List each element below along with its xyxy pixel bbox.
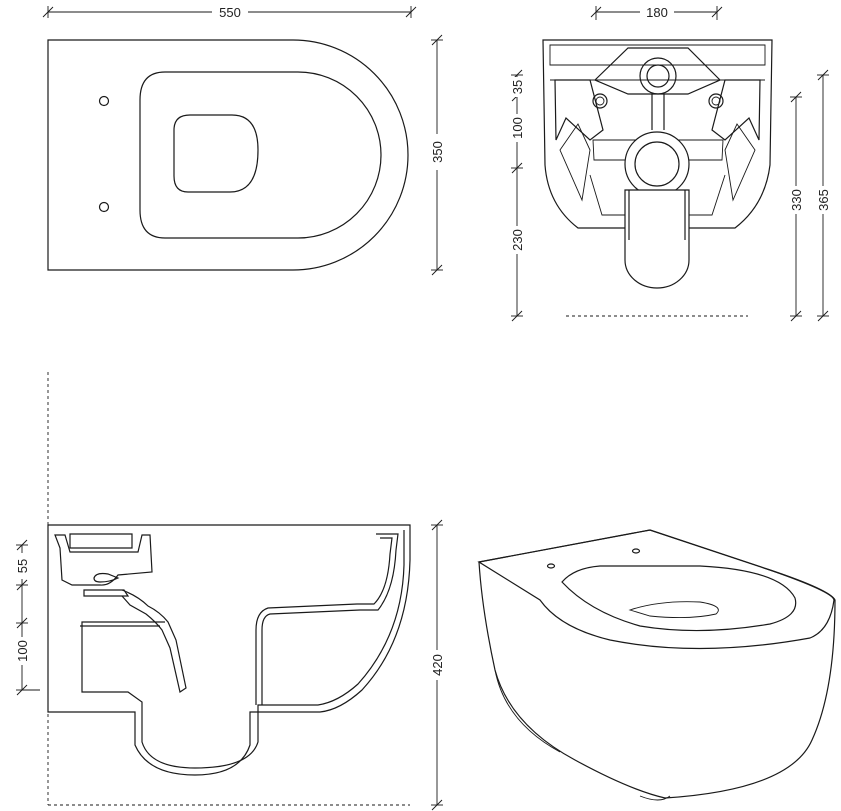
dim-front-right: 330 365 (788, 69, 832, 322)
dim-front-left: 35 100 230 (508, 69, 526, 322)
dim-top-width: 550 (42, 4, 417, 20)
perspective-top-face (477, 529, 835, 650)
inlet-pipe-inner (646, 64, 670, 88)
rim-inner-outline (139, 71, 382, 239)
front-dim-100-label: 100 (510, 117, 525, 139)
dim-front-width: 180 (590, 4, 723, 20)
top-depth-label: 350 (430, 141, 445, 163)
seat-hole-bottom (98, 201, 110, 213)
seat-hole-top (98, 95, 110, 107)
top-view: 550 350 (42, 4, 445, 276)
outlet-ring-inner (634, 141, 680, 187)
side-section-view: 55 100 420 (13, 372, 446, 811)
outlet-spigot (624, 189, 690, 289)
front-dim-365-label: 365 (816, 189, 831, 211)
right-fixing-lug (708, 79, 761, 202)
perspective-rim-inner (561, 565, 797, 632)
side-body-outline (47, 524, 411, 776)
bowl-opening (173, 114, 259, 193)
side-bowl-inner (81, 530, 405, 769)
side-height-label: 420 (430, 654, 445, 676)
front-dim-35-label: 35 (510, 80, 525, 94)
front-view: 180 (508, 4, 832, 322)
top-width-label: 550 (219, 5, 241, 20)
perspective-seat-hole-left (546, 563, 556, 569)
side-dim-55-label: 55 (15, 559, 30, 573)
side-dim-100-label: 100 (15, 640, 30, 662)
perspective-seat-hole-right (631, 548, 641, 554)
dim-side-height: 420 (429, 519, 446, 811)
perspective-view (477, 529, 836, 801)
perspective-bowl-opening (628, 601, 719, 619)
dim-side-left: 55 100 (13, 539, 40, 696)
left-fixing-lug (554, 79, 608, 202)
bowl-top-outline (47, 39, 409, 271)
dim-top-depth: 350 (429, 34, 445, 276)
front-width-label: 180 (646, 5, 668, 20)
perspective-body (478, 529, 836, 799)
front-dim-230-label: 230 (510, 229, 525, 251)
inlet-housing (593, 47, 722, 95)
front-outer-outline (542, 39, 773, 229)
front-dim-330-label: 330 (789, 189, 804, 211)
inlet-pipe-outer (639, 57, 677, 95)
